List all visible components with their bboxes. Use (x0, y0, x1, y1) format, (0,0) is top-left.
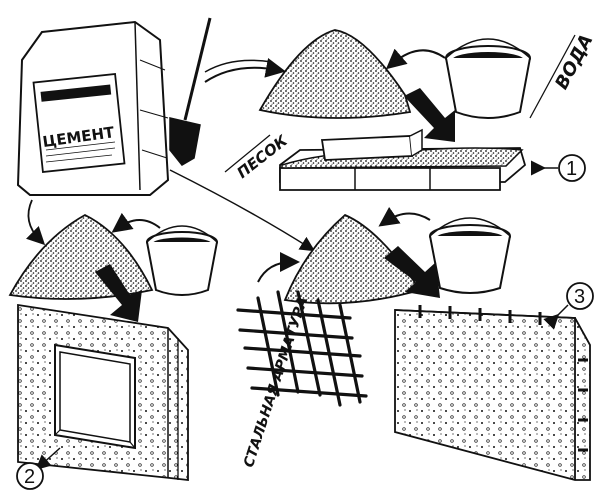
arrow-rebar-to-right-sand (257, 252, 300, 283)
water-bucket-top (445, 38, 531, 119)
arrow-right-sand-to-block (384, 246, 440, 298)
arrow-sand-to-bed (404, 88, 455, 142)
label-sand-underline (224, 134, 271, 173)
callout-1: 1 (531, 154, 586, 182)
cement-bag: ЦЕМЕНТ (16, 20, 170, 196)
sand-pile-top (258, 29, 412, 119)
arrow-bag-to-left-mix (25, 199, 46, 246)
label-water-underline (529, 34, 576, 119)
arrow-water-to-right-sand (378, 206, 431, 227)
arrow-left-sand-to-block (95, 264, 142, 322)
callout-1-number: 1 (566, 158, 577, 180)
concrete-frame-block (17, 303, 189, 482)
water-bucket-left (146, 225, 218, 296)
callout-2-number: 2 (24, 466, 35, 488)
arrow-bag-to-right-mix (169, 169, 316, 252)
label-water: ВОДА (551, 31, 597, 93)
callout-3-number: 3 (574, 286, 585, 308)
steel-rebar-grid (236, 290, 368, 407)
reinforced-concrete-block (394, 305, 591, 481)
water-bucket-right (429, 217, 511, 294)
label-rebar: СТАЛЬНАЯ АРМАТУРА (241, 295, 311, 470)
sand-pile-right (283, 213, 422, 305)
arrow-water-to-sand (385, 48, 446, 70)
arrow-bag-to-sand (204, 57, 286, 83)
shovel (169, 17, 212, 166)
arrow-water-to-left-sand (111, 212, 161, 233)
callout-3: 3 (543, 282, 594, 330)
callout-2: 2 (16, 447, 61, 490)
brick-row-with-mortar (279, 128, 527, 191)
